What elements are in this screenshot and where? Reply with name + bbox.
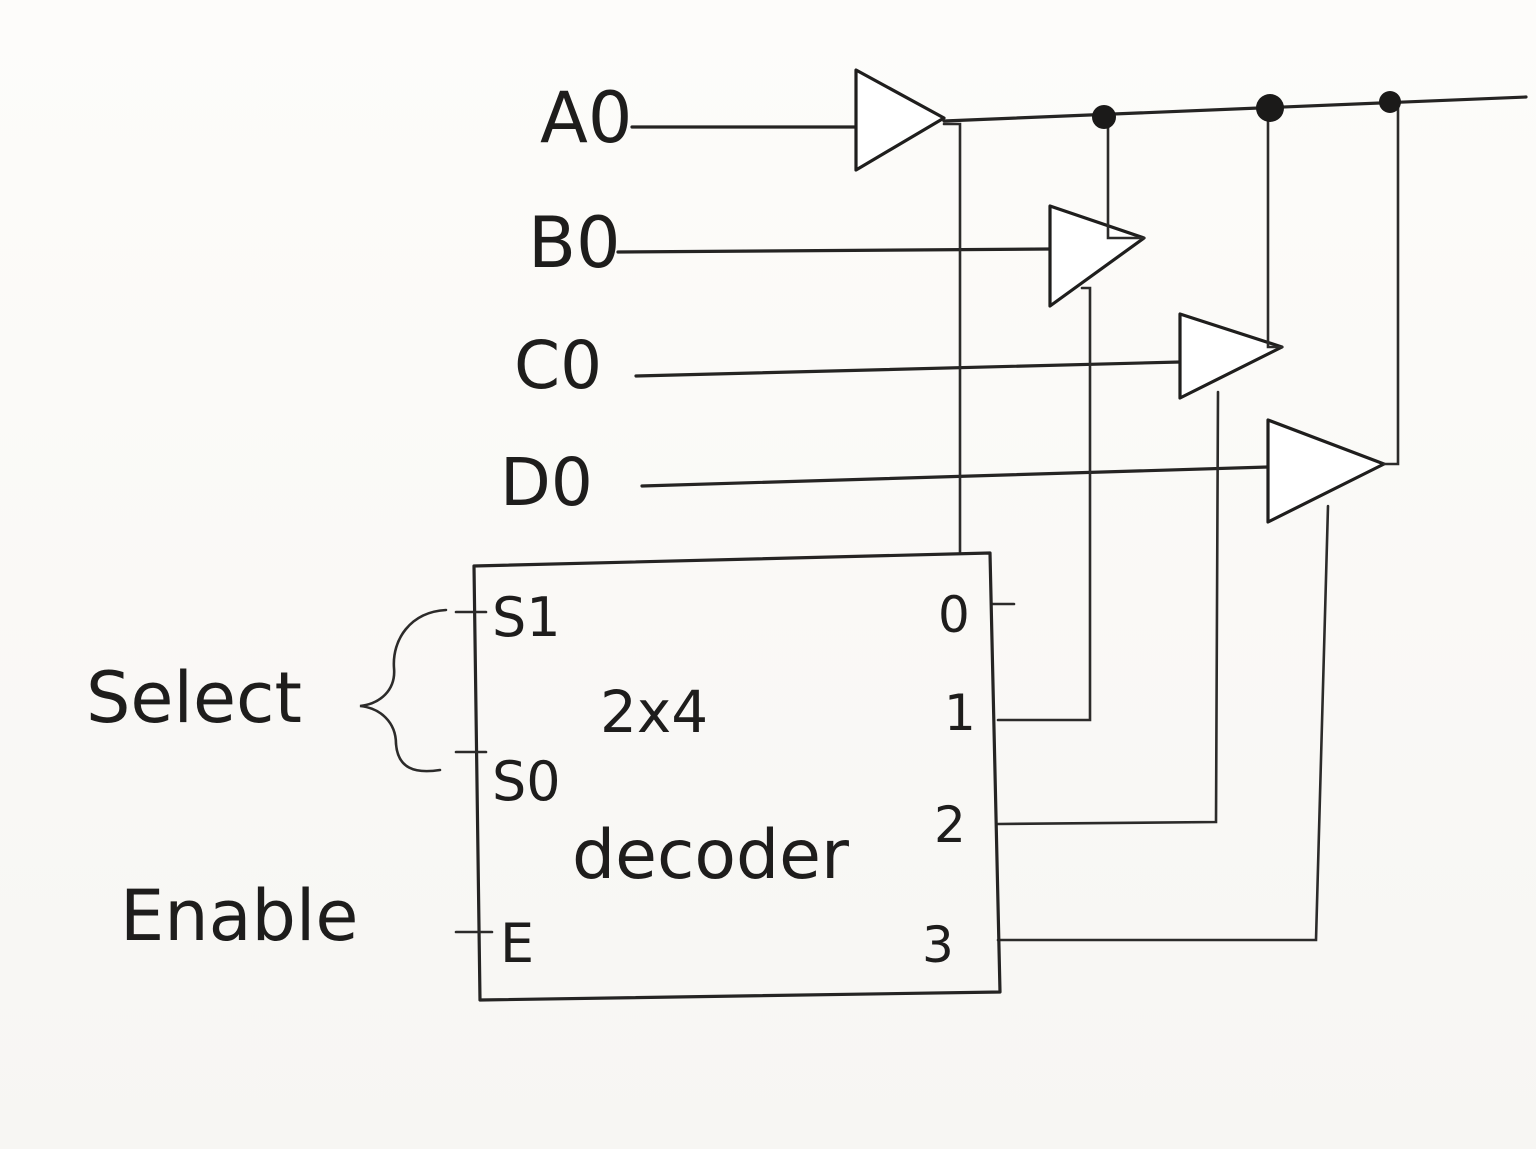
pin-label-e: E — [500, 912, 534, 975]
enable-line-0 — [942, 122, 962, 554]
enable-line-1 — [996, 286, 1092, 722]
tristate-buffers — [854, 68, 1386, 524]
decoder-title-size: 2x4 — [600, 678, 708, 746]
wire-input-b — [616, 247, 1052, 254]
buffer-d — [1266, 418, 1386, 524]
output-label-1: 1 — [944, 684, 976, 742]
input-label-b: B0 — [528, 202, 621, 284]
enable-lines — [942, 122, 1330, 942]
tap-b — [1106, 114, 1146, 240]
buffer-a — [854, 68, 946, 172]
output-label-3: 3 — [922, 916, 954, 974]
wire-input-d — [640, 465, 1270, 488]
output-label-2: 2 — [934, 796, 966, 854]
select-brace — [359, 608, 448, 773]
output-label-0: 0 — [938, 586, 970, 644]
buffer-b — [1048, 204, 1146, 308]
pin-label-s0: S0 — [492, 750, 561, 813]
enable-line-3 — [996, 504, 1330, 942]
buffer-c — [1178, 312, 1284, 400]
input-labels: A0 B0 C0 D0 — [500, 77, 632, 521]
select-label: Select — [86, 657, 302, 739]
junction-dot-d — [1379, 91, 1401, 113]
select-group: Select Enable — [86, 608, 448, 957]
input-wires — [616, 125, 1270, 488]
input-label-c: C0 — [514, 327, 602, 404]
pin-label-s1: S1 — [492, 586, 561, 649]
wire-input-c — [634, 360, 1182, 378]
decoder-block: S1 S0 E 2x4 decoder 0 1 2 3 — [454, 551, 1002, 1002]
bus-line — [942, 95, 1528, 123]
tap-c — [1266, 106, 1284, 349]
junction-dot-c — [1256, 94, 1284, 122]
enable-label: Enable — [120, 875, 358, 957]
tap-d — [1382, 100, 1400, 466]
output-bus — [942, 91, 1528, 466]
decoder-box — [472, 551, 1002, 1002]
input-label-a: A0 — [540, 77, 632, 159]
junction-dot-b — [1092, 105, 1116, 129]
enable-line-2 — [996, 390, 1220, 826]
decoder-title-name: decoder — [572, 816, 849, 895]
input-label-d: D0 — [500, 444, 593, 521]
